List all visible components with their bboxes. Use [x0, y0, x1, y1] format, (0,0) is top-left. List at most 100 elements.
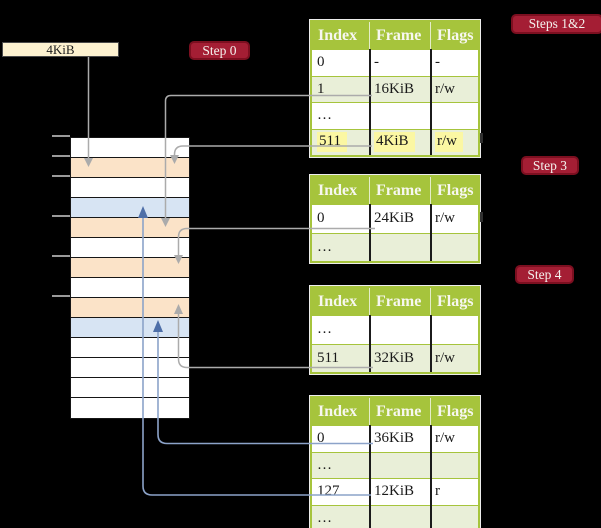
step-3-text: Step 3: [532, 157, 568, 173]
step-3-label: Step 3: [521, 156, 579, 175]
memory-frame-row: [71, 398, 189, 418]
steps-1-2-label: Steps 1&2: [511, 14, 601, 34]
memory-frame-row: [71, 238, 189, 258]
table-header-row: Index Frame Flags: [312, 22, 478, 49]
table-row: …: [312, 451, 478, 479]
highlighted-value: r/w: [435, 132, 463, 153]
column-separator: [369, 204, 371, 261]
cell-frame: [369, 234, 430, 262]
table-header-row: Index Frame Flags: [312, 288, 478, 315]
table-header-row: Index Frame Flags: [312, 398, 478, 425]
cell-frame: -: [374, 54, 379, 71]
cell-frame: [369, 453, 430, 479]
cell-flags: r/w: [435, 80, 455, 97]
page-table-step-4: Index Frame Flags … 511 32KiB r/w: [310, 286, 480, 374]
page-table-final-level: Index Frame Flags 0 36KiB r/w … 127 12Ki…: [310, 396, 480, 528]
column-separator: [430, 425, 432, 528]
column-header-index: Index: [318, 26, 358, 44]
cell-index: 0: [317, 54, 325, 71]
column-separator: [369, 315, 371, 372]
memory-frame-row: [71, 338, 189, 358]
cell-index: 0: [317, 210, 325, 227]
arrow-stub: [480, 133, 483, 143]
address-tick: [52, 295, 70, 297]
table-row: 1 16KiB r/w: [312, 75, 478, 102]
cell-flags: r/w: [435, 210, 455, 227]
table-row: …: [312, 315, 478, 344]
column-header-frame: Frame: [369, 22, 430, 49]
table-row: 511 32KiB r/w: [312, 343, 478, 372]
address-tick: [52, 155, 70, 157]
cell-index: 1: [317, 80, 325, 97]
column-header-index: Index: [318, 402, 358, 420]
virtual-address-label: 4KiB: [46, 41, 75, 57]
memory-frame-row: [71, 258, 189, 278]
cell-flags: r/w: [430, 130, 478, 156]
column-header-frame: Frame: [369, 398, 430, 425]
cell-flags: r: [435, 483, 440, 500]
table-row: …: [312, 504, 478, 528]
column-separator: [369, 49, 371, 155]
cell-frame: 32KiB: [374, 349, 415, 366]
table-row: 0 - -: [312, 49, 478, 76]
step-4-text: Step 4: [527, 266, 562, 282]
table-row: 0 24KiB r/w: [312, 204, 478, 233]
cell-flags: [430, 506, 478, 528]
cell-flags: [430, 316, 478, 344]
memory-frame-row: [71, 318, 189, 338]
column-separator: [430, 204, 432, 261]
address-tick: [52, 255, 70, 257]
column-header-frame: Frame: [369, 288, 430, 315]
page-table-step-3: Index Frame Flags 0 24KiB r/w …: [310, 175, 480, 263]
address-tick: [52, 215, 70, 217]
cell-index: …: [317, 321, 332, 338]
cell-index: 127: [317, 483, 340, 500]
memory-frame-row: [71, 178, 189, 198]
cell-flags: [430, 103, 478, 129]
memory-frame-row: [71, 378, 189, 398]
cell-index: 511: [312, 130, 369, 156]
table-header-row: Index Frame Flags: [312, 177, 478, 204]
cell-flags: r/w: [435, 349, 455, 366]
cell-frame: [369, 103, 430, 129]
table-row: 127 12KiB r: [312, 478, 478, 505]
memory-frame-row: [71, 278, 189, 298]
cell-frame: 24KiB: [374, 210, 415, 227]
memory-frame-row: [71, 198, 189, 218]
address-tick: [52, 175, 70, 177]
highlighted-value: 511: [317, 132, 347, 153]
column-header-flags: Flags: [430, 288, 478, 315]
memory-frame-row: [71, 158, 189, 178]
cell-frame: 4KiB: [369, 130, 430, 156]
cell-flags: [430, 234, 478, 262]
cell-flags: -: [435, 54, 440, 71]
step-0-text: Step 0: [202, 42, 237, 58]
virtual-address-box: 4KiB: [2, 42, 119, 57]
cell-index: …: [317, 238, 332, 255]
highlighted-value: 4KiB: [374, 132, 415, 153]
step-4-label: Step 4: [515, 265, 574, 284]
cell-flags: r/w: [435, 430, 455, 447]
column-separator: [430, 315, 432, 372]
cell-index: …: [317, 107, 332, 124]
cell-frame: 12KiB: [374, 483, 415, 500]
column-separator: [430, 49, 432, 155]
column-header-flags: Flags: [430, 22, 478, 49]
table-row: …: [312, 232, 478, 262]
column-separator: [369, 425, 371, 528]
column-header-flags: Flags: [430, 398, 478, 425]
column-header-index: Index: [318, 292, 358, 310]
cell-index: …: [317, 456, 332, 473]
table-row-highlighted: 511 4KiB r/w: [312, 128, 478, 156]
cell-frame: [369, 506, 430, 528]
physical-memory-column: [70, 137, 190, 419]
table-row: 0 36KiB r/w: [312, 425, 478, 452]
cell-index: 0: [317, 430, 325, 447]
memory-frame-row: [71, 298, 189, 318]
cell-frame: 16KiB: [374, 80, 415, 97]
cell-index: …: [317, 509, 332, 526]
column-header-flags: Flags: [430, 177, 478, 204]
memory-frame-row: [71, 218, 189, 238]
column-header-frame: Frame: [369, 177, 430, 204]
cell-frame: 36KiB: [374, 430, 415, 447]
